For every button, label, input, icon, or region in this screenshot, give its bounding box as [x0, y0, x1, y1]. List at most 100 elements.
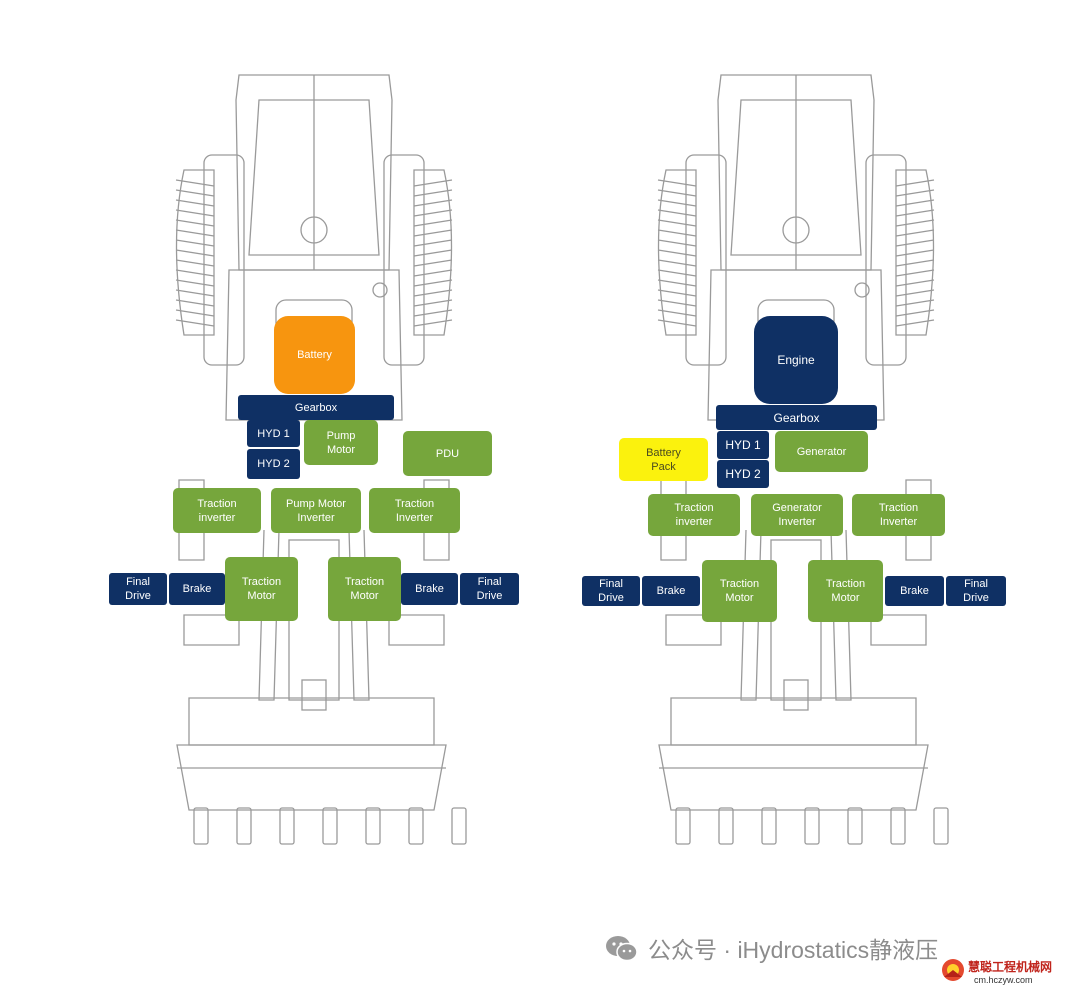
pump-motor-inverter-block: Pump Motor Inverter: [271, 488, 361, 533]
fender-right: [383, 154, 425, 366]
bucket-tooth: [236, 807, 252, 845]
engine-block: Engine: [754, 316, 838, 404]
pdu-block: PDU: [403, 431, 492, 476]
body-bolt: [372, 282, 388, 298]
generator-inverter-block: Generator Inverter: [751, 494, 843, 536]
hood-outline: [248, 99, 380, 256]
bucket-top: [670, 697, 917, 746]
tire-tread: [895, 189, 935, 197]
hyd2-block: HYD 2: [247, 449, 300, 479]
bucket-tooth: [451, 807, 467, 845]
boom-link: [783, 679, 809, 711]
tire-tread: [413, 179, 453, 187]
tire-tread: [657, 259, 697, 267]
bucket-tooth: [761, 807, 777, 845]
tire-tread: [657, 209, 697, 217]
traction-motor-right-block: Traction Motor: [328, 557, 401, 621]
tire-tread: [895, 219, 935, 227]
traction-inverter-left-block: Traction inverter: [173, 488, 261, 533]
boom-link: [301, 679, 327, 711]
traction-motor-right-block: Traction Motor: [808, 560, 883, 622]
bucket-body: [176, 744, 447, 811]
tire-tread: [413, 189, 453, 197]
site-logo-icon: [942, 959, 964, 981]
tire-tread: [413, 239, 453, 247]
tire-tread: [895, 289, 935, 297]
gearbox-block: Gearbox: [716, 405, 877, 430]
bucket-tooth: [193, 807, 209, 845]
hyd1-block: HYD 1: [717, 431, 769, 459]
fender-right: [865, 154, 907, 366]
tire-front-right: [895, 169, 935, 336]
tire-front-left: [657, 169, 697, 336]
bucket-body: [658, 744, 929, 811]
site-mark: 慧聪工程机械网 cm.hczyw.com: [938, 954, 1078, 990]
tire-tread: [413, 259, 453, 267]
pump-motor-block: Pump Motor: [304, 420, 378, 465]
traction-inverter-right-block: Traction Inverter: [369, 488, 460, 533]
tire-tread: [895, 259, 935, 267]
final-drive-right-block: Final Drive: [946, 576, 1006, 606]
traction-inverter-left-block: Traction inverter: [648, 494, 740, 536]
tire-tread: [657, 269, 697, 277]
traction-inverter-right-block: Traction Inverter: [852, 494, 945, 536]
hyd2-block: HYD 2: [717, 460, 769, 488]
tire-tread: [657, 239, 697, 247]
tire-tread: [413, 219, 453, 227]
tire-tread: [895, 249, 935, 257]
tire-front-right: [413, 169, 453, 336]
generator-block: Generator: [775, 431, 868, 472]
tire-tread: [895, 269, 935, 277]
final-drive-right-block: Final Drive: [460, 573, 519, 605]
fender-left: [203, 154, 245, 366]
wheel-rear-right: [388, 614, 445, 646]
tire-tread: [175, 309, 215, 317]
tire-tread: [175, 209, 215, 217]
brake-left-block: Brake: [169, 573, 225, 605]
hyd1-block: HYD 1: [247, 420, 300, 447]
bucket-tooth: [804, 807, 820, 845]
bucket-tooth: [933, 807, 949, 845]
tire-tread: [895, 199, 935, 207]
body-bolt: [854, 282, 870, 298]
tire-tread: [175, 289, 215, 297]
body-outline: [225, 269, 403, 421]
tire-tread: [895, 299, 935, 307]
tire-tread: [657, 279, 697, 287]
wheel-mid-left: [178, 479, 205, 561]
tire-tread: [175, 249, 215, 257]
tire-tread: [175, 189, 215, 197]
tire-tread: [895, 229, 935, 237]
traction-motor-left-block: Traction Motor: [225, 557, 298, 621]
tire-tread: [413, 209, 453, 217]
gearbox-block: Gearbox: [238, 395, 394, 420]
tire-tread: [413, 319, 453, 327]
bucket-tooth: [322, 807, 338, 845]
tire-tread: [657, 189, 697, 197]
tire-tread: [895, 179, 935, 187]
bucket-tooth: [718, 807, 734, 845]
fender-left: [685, 154, 727, 366]
traction-motor-left-block: Traction Motor: [702, 560, 777, 622]
tire-tread: [413, 199, 453, 207]
brake-left-block: Brake: [642, 576, 700, 606]
tire-tread: [657, 219, 697, 227]
tire-tread: [175, 179, 215, 187]
tire-tread: [175, 219, 215, 227]
tire-front-left: [175, 169, 215, 336]
site-url: cm.hczyw.com: [974, 975, 1033, 985]
wechat-icon: [606, 936, 638, 962]
bucket-tooth: [279, 807, 295, 845]
cab-light: [300, 216, 328, 244]
hood-outline: [730, 99, 862, 256]
tire-tread: [657, 179, 697, 187]
tire-tread: [413, 279, 453, 287]
bucket-tooth: [365, 807, 381, 845]
tire-tread: [413, 249, 453, 257]
tire-tread: [657, 249, 697, 257]
tire-tread: [175, 269, 215, 277]
tire-tread: [413, 289, 453, 297]
tire-tread: [657, 229, 697, 237]
tire-tread: [895, 279, 935, 287]
